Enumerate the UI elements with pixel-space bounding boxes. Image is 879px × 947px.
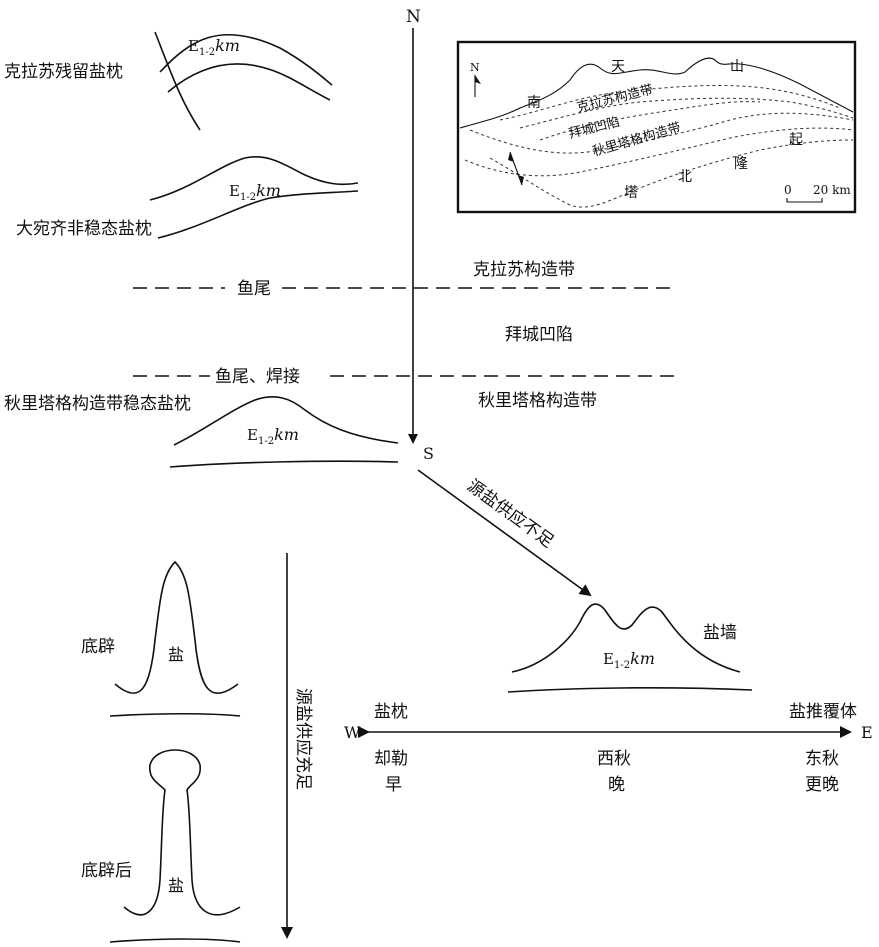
inset-ta-label: 塔 [624, 185, 638, 201]
fishtail-label: 鱼尾 [237, 279, 271, 299]
inset-bei-label: 北 [678, 169, 692, 185]
inset-north-label: N [470, 61, 480, 74]
north-label: N [406, 7, 421, 27]
west-label: W [344, 723, 361, 742]
formation-label-2: E1-2km [229, 181, 281, 203]
formation-label-3: E1-2km [247, 425, 299, 447]
salt-nappe-label: 盐推覆体 [789, 702, 857, 722]
west-qiu-label: 西秋 [597, 749, 631, 769]
qiulitage-belt-line [469, 112, 854, 154]
kelasu-pillow-label: 克拉苏残留盐枕 [4, 62, 123, 82]
east-label: E [861, 723, 873, 742]
inset-shan-label: 山 [730, 59, 744, 75]
south-label: S [423, 444, 434, 463]
kelasu-pillow-sketch [154, 31, 333, 131]
dawanqi-pillow-label: 大宛齐非稳态盐枕 [16, 219, 152, 239]
inset-scale-zero: 0 [784, 183, 792, 197]
salt-pillow-label: 盐枕 [374, 702, 408, 722]
salt-wall-label: 盐墙 [703, 623, 737, 643]
inset-scale-km: 20 km [813, 183, 851, 197]
baicheng-sag-label: 拜城凹陷 [505, 325, 573, 345]
baicheng-sag-line [539, 101, 761, 141]
inset-qi-label: 起 [789, 132, 803, 148]
fishtail-weld-label: 鱼尾、焊接 [215, 367, 300, 387]
tianshan-outline [459, 57, 854, 129]
kelasu-belt-line [499, 84, 841, 121]
later-label: 更晚 [805, 775, 839, 795]
inset-scale-bar [786, 198, 823, 203]
post-diapir-sketch [109, 749, 241, 943]
qiulitage-pillow-label: 秋里塔格构造带稳态盐枕 [4, 394, 191, 414]
kelasu-belt-label: 克拉苏构造带 [473, 260, 575, 280]
insufficient-supply-arrow [417, 469, 592, 597]
queler-label: 却勒 [374, 749, 408, 769]
dawanqi-pillow-sketch [149, 156, 359, 239]
east-qiu-label: 东秋 [805, 749, 839, 769]
post-diapir-label: 底辟后 [81, 861, 132, 881]
salt-wall-sketch [507, 603, 753, 693]
tabei-uplift-line [489, 139, 854, 208]
formation-label-1: E1-2km [188, 36, 240, 58]
diapir-sketch [109, 560, 241, 717]
inset-tian-label: 天 [611, 59, 625, 75]
inset-map: N 天 山 南 克拉苏构造带 拜城凹陷 秋里塔格构造带 塔 北 隆 起 0 20… [456, 40, 857, 214]
inset-nan-label: 南 [527, 95, 541, 111]
post-diapir-salt-label: 盐 [168, 876, 184, 895]
qiulitage-belt-label: 秋里塔格构造带 [478, 391, 597, 411]
inset-long-label: 隆 [734, 156, 748, 172]
diapir-label: 底辟 [81, 637, 115, 657]
sufficient-supply-label: 源盐供应充足 [293, 688, 313, 790]
qiulitage-pillow-sketch [169, 396, 399, 468]
formation-label-4: E1-2km [603, 649, 655, 671]
diapir-salt-label: 盐 [168, 645, 184, 664]
late-label: 晚 [608, 775, 625, 795]
early-label: 早 [385, 775, 402, 795]
